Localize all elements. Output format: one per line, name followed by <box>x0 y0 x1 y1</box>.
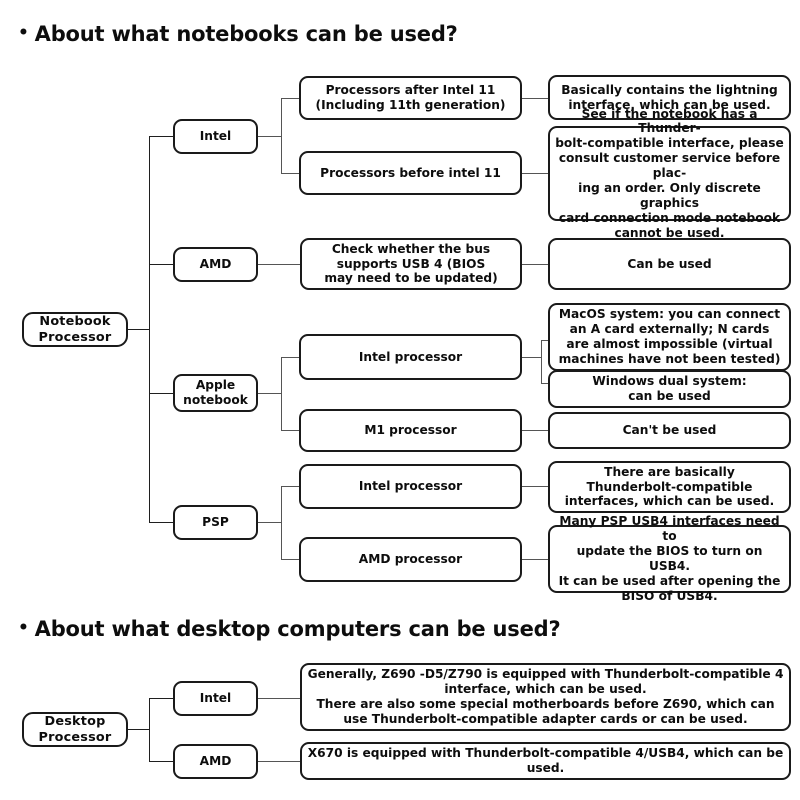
result-desktop-intel-z690[interactable]: Generally, Z690 -D5/Z790 is equipped wit… <box>300 663 791 731</box>
connector-appleintel-out <box>522 357 542 359</box>
connector-psp-split <box>281 486 283 560</box>
connector-amdbus-result <box>522 264 548 266</box>
connector-apple-child2 <box>281 430 299 432</box>
node-processors-before-intel-11[interactable]: Processors before intel 11 <box>299 151 522 195</box>
node-desktop-intel[interactable]: Intel <box>173 681 258 716</box>
node-m1-processor[interactable]: M1 processor <box>299 409 522 452</box>
result-amd-can-be-used-label: Can be used <box>627 256 712 271</box>
result-thunderbolt-check[interactable]: See if the notebook has a Thunder- bolt-… <box>548 107 791 240</box>
result-macos-system-label: MacOS system: you can connect an A card … <box>558 307 781 366</box>
node-check-bus-usb4-label: Check whether the bus supports USB 4 (BI… <box>324 241 498 286</box>
result-m1-cant-be-used-label: Can't be used <box>622 423 717 438</box>
section-title-notebooks: •About what notebooks can be used? <box>18 22 458 46</box>
node-psp-intel-processor-label: Intel processor <box>358 479 463 494</box>
node-m1-processor-label: M1 processor <box>364 423 457 438</box>
connector-spine-intel <box>149 136 173 138</box>
node-desktop-amd[interactable]: AMD <box>173 744 258 779</box>
result-desktop-intel-z690-label: Generally, Z690 -D5/Z790 is equipped wit… <box>307 667 784 726</box>
result-psp-intel-thunderbolt[interactable]: There are basically Thunderbolt-compatib… <box>548 461 791 513</box>
connector-appleintel-result2 <box>541 383 551 385</box>
result-desktop-amd-x670[interactable]: X670 is equipped with Thunderbolt-compat… <box>300 742 791 780</box>
connector-psp-out <box>258 522 282 524</box>
node-apple-intel-processor-label: Intel processor <box>358 349 463 364</box>
node-desktop-processor[interactable]: Desktop Processor <box>22 712 128 747</box>
connector-intel-out <box>258 136 282 138</box>
node-processors-after-intel-11[interactable]: Processors after Intel 11 (Including 11t… <box>299 76 522 120</box>
node-apple-notebook[interactable]: Apple notebook <box>173 374 258 412</box>
connector-spine-amd <box>149 264 173 266</box>
connector-apple-out <box>258 393 282 395</box>
result-lightning-interface-label: Basically contains the lightning interfa… <box>561 82 778 112</box>
result-windows-dual-system-label: Windows dual system: can be used <box>592 374 747 403</box>
section-title-notebooks-text: About what notebooks can be used? <box>34 22 458 46</box>
connector-m1-result <box>522 430 548 432</box>
section-title-desktops: •About what desktop computers can be use… <box>18 617 561 641</box>
result-lightning-interface[interactable]: Basically contains the lightning interfa… <box>548 75 791 120</box>
node-psp-amd-processor[interactable]: AMD processor <box>299 537 522 582</box>
node-amd-label: AMD <box>199 257 232 272</box>
result-windows-dual-system[interactable]: Windows dual system: can be used <box>548 370 791 408</box>
connector-before11-result <box>522 173 548 175</box>
connector-desktop-intel-out <box>258 698 300 700</box>
node-amd[interactable]: AMD <box>173 247 258 282</box>
connector-pspamd-result <box>522 559 548 561</box>
node-apple-notebook-label: Apple notebook <box>183 378 248 407</box>
result-amd-can-be-used[interactable]: Can be used <box>548 238 791 290</box>
result-thunderbolt-check-label: See if the notebook has a Thunder- bolt-… <box>555 106 784 240</box>
node-desktop-processor-label: Desktop Processor <box>38 713 112 745</box>
node-desktop-intel-label: Intel <box>199 691 232 706</box>
connector-spine-apple <box>149 393 173 395</box>
connector-amd-out <box>258 264 300 266</box>
connector-desktop-spine-intel <box>149 698 173 700</box>
result-psp-amd-usb4[interactable]: Many PSP USB4 interfaces need to update … <box>548 514 791 603</box>
connector-apple-child1 <box>281 357 299 359</box>
node-check-bus-usb4[interactable]: Check whether the bus supports USB 4 (BI… <box>300 238 522 290</box>
node-processors-before-intel-11-label: Processors before intel 11 <box>320 165 501 180</box>
node-intel-label: Intel <box>199 129 232 144</box>
connector-spine-psp <box>149 522 173 524</box>
node-notebook-processor[interactable]: Notebook Processor <box>22 312 128 347</box>
result-psp-intel-thunderbolt-label: There are basically Thunderbolt-compatib… <box>564 464 775 509</box>
node-psp-intel-processor[interactable]: Intel processor <box>299 464 522 509</box>
connector-desktop-spine-amd <box>149 761 173 763</box>
node-notebook-processor-label: Notebook Processor <box>38 313 112 345</box>
connector-root-spine <box>149 136 151 522</box>
result-m1-cant-be-used[interactable]: Can't be used <box>548 412 791 449</box>
node-apple-intel-processor[interactable]: Intel processor <box>299 334 522 380</box>
connector-appleintel-result1 <box>541 340 551 342</box>
connector-root-stem <box>128 329 150 331</box>
node-processors-after-intel-11-label: Processors after Intel 11 (Including 11t… <box>315 83 506 112</box>
result-desktop-amd-x670-label: X670 is equipped with Thunderbolt-compat… <box>307 746 784 775</box>
node-psp-amd-processor-label: AMD processor <box>358 552 463 567</box>
connector-desktop-root-spine <box>149 698 151 762</box>
connector-apple-split <box>281 357 283 431</box>
connector-psp-child1 <box>281 486 299 488</box>
connector-desktop-amd-out <box>258 761 300 763</box>
connector-intel-child1 <box>281 98 299 100</box>
connector-pspintel-result <box>522 486 548 488</box>
node-psp-label: PSP <box>202 515 229 530</box>
section-title-desktops-text: About what desktop computers can be used… <box>34 617 561 641</box>
connector-intel-child2 <box>281 173 299 175</box>
result-psp-amd-usb4-label: Many PSP USB4 interfaces need to update … <box>558 514 781 603</box>
connector-psp-child2 <box>281 559 299 561</box>
connector-intel-split <box>281 98 283 174</box>
connector-desktop-root-stem <box>128 729 150 731</box>
node-psp[interactable]: PSP <box>173 505 258 540</box>
node-intel[interactable]: Intel <box>173 119 258 154</box>
connector-after11-result <box>522 98 548 100</box>
node-desktop-amd-label: AMD <box>199 754 232 769</box>
result-macos-system[interactable]: MacOS system: you can connect an A card … <box>548 303 791 371</box>
connector-appleintel-split <box>541 340 543 384</box>
